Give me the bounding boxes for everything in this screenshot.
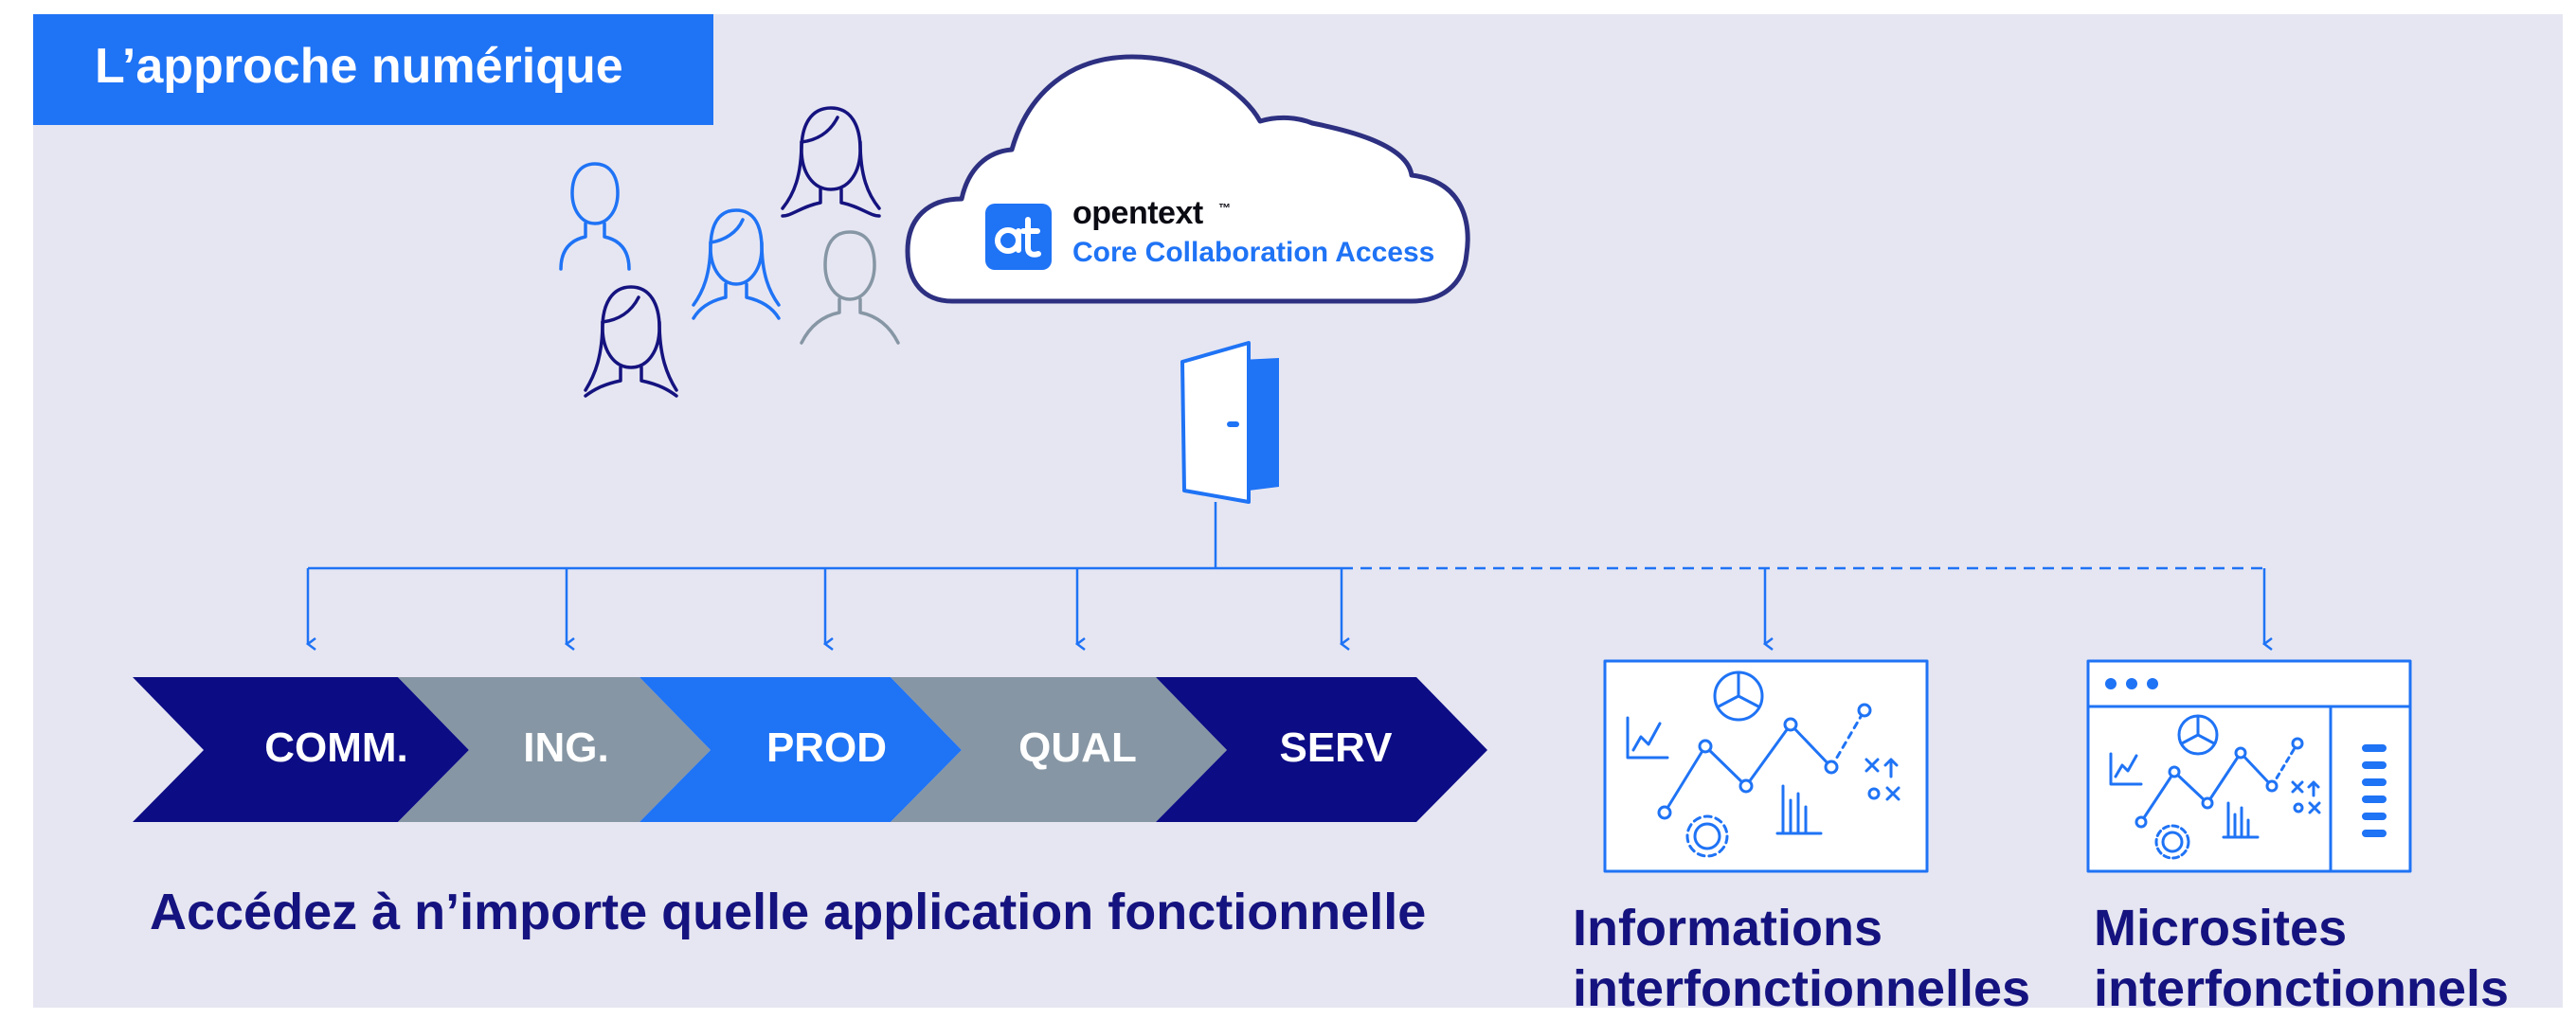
brand-name: opentext [1072, 195, 1203, 231]
caption-insights: Informations interfonctionnelles [1573, 900, 2031, 1017]
caption-microsites: Microsites interfonctionnels [2094, 900, 2510, 1017]
chevron-qual [891, 677, 1227, 822]
title-banner [33, 14, 713, 125]
user-icon [781, 106, 881, 218]
user-icon [800, 230, 900, 345]
page-title: L’approche numérique [95, 39, 623, 94]
stage-label-qual: QUAL [1018, 724, 1137, 771]
chevron-serv [1156, 677, 1487, 822]
chevron-prod [639, 677, 962, 822]
product-name: Core Collaboration Access [1072, 237, 1435, 268]
microsite-window-icon [2086, 659, 2412, 873]
process-chevrons [133, 677, 1487, 822]
opentext-logo-icon [985, 204, 1052, 270]
user-icon [559, 162, 631, 271]
people-group [559, 106, 900, 398]
stage-label-comm: COMM. [264, 724, 408, 771]
chevron-ing [398, 677, 711, 822]
stage-label-serv: SERV [1279, 724, 1393, 771]
door-icon [1180, 341, 1279, 504]
user-icon [584, 285, 678, 398]
caption-functional-apps: Accédez à n’importe quelle application f… [150, 884, 1427, 940]
stage-label-prod: PROD [766, 724, 888, 771]
connector-lines [305, 502, 2273, 651]
brand-trademark: ™ [1218, 201, 1231, 215]
stage-label-ing: ING. [523, 724, 609, 771]
user-icon [692, 208, 781, 320]
analytics-dashboard-icon [1603, 659, 1929, 873]
chevron-comm [133, 677, 469, 822]
